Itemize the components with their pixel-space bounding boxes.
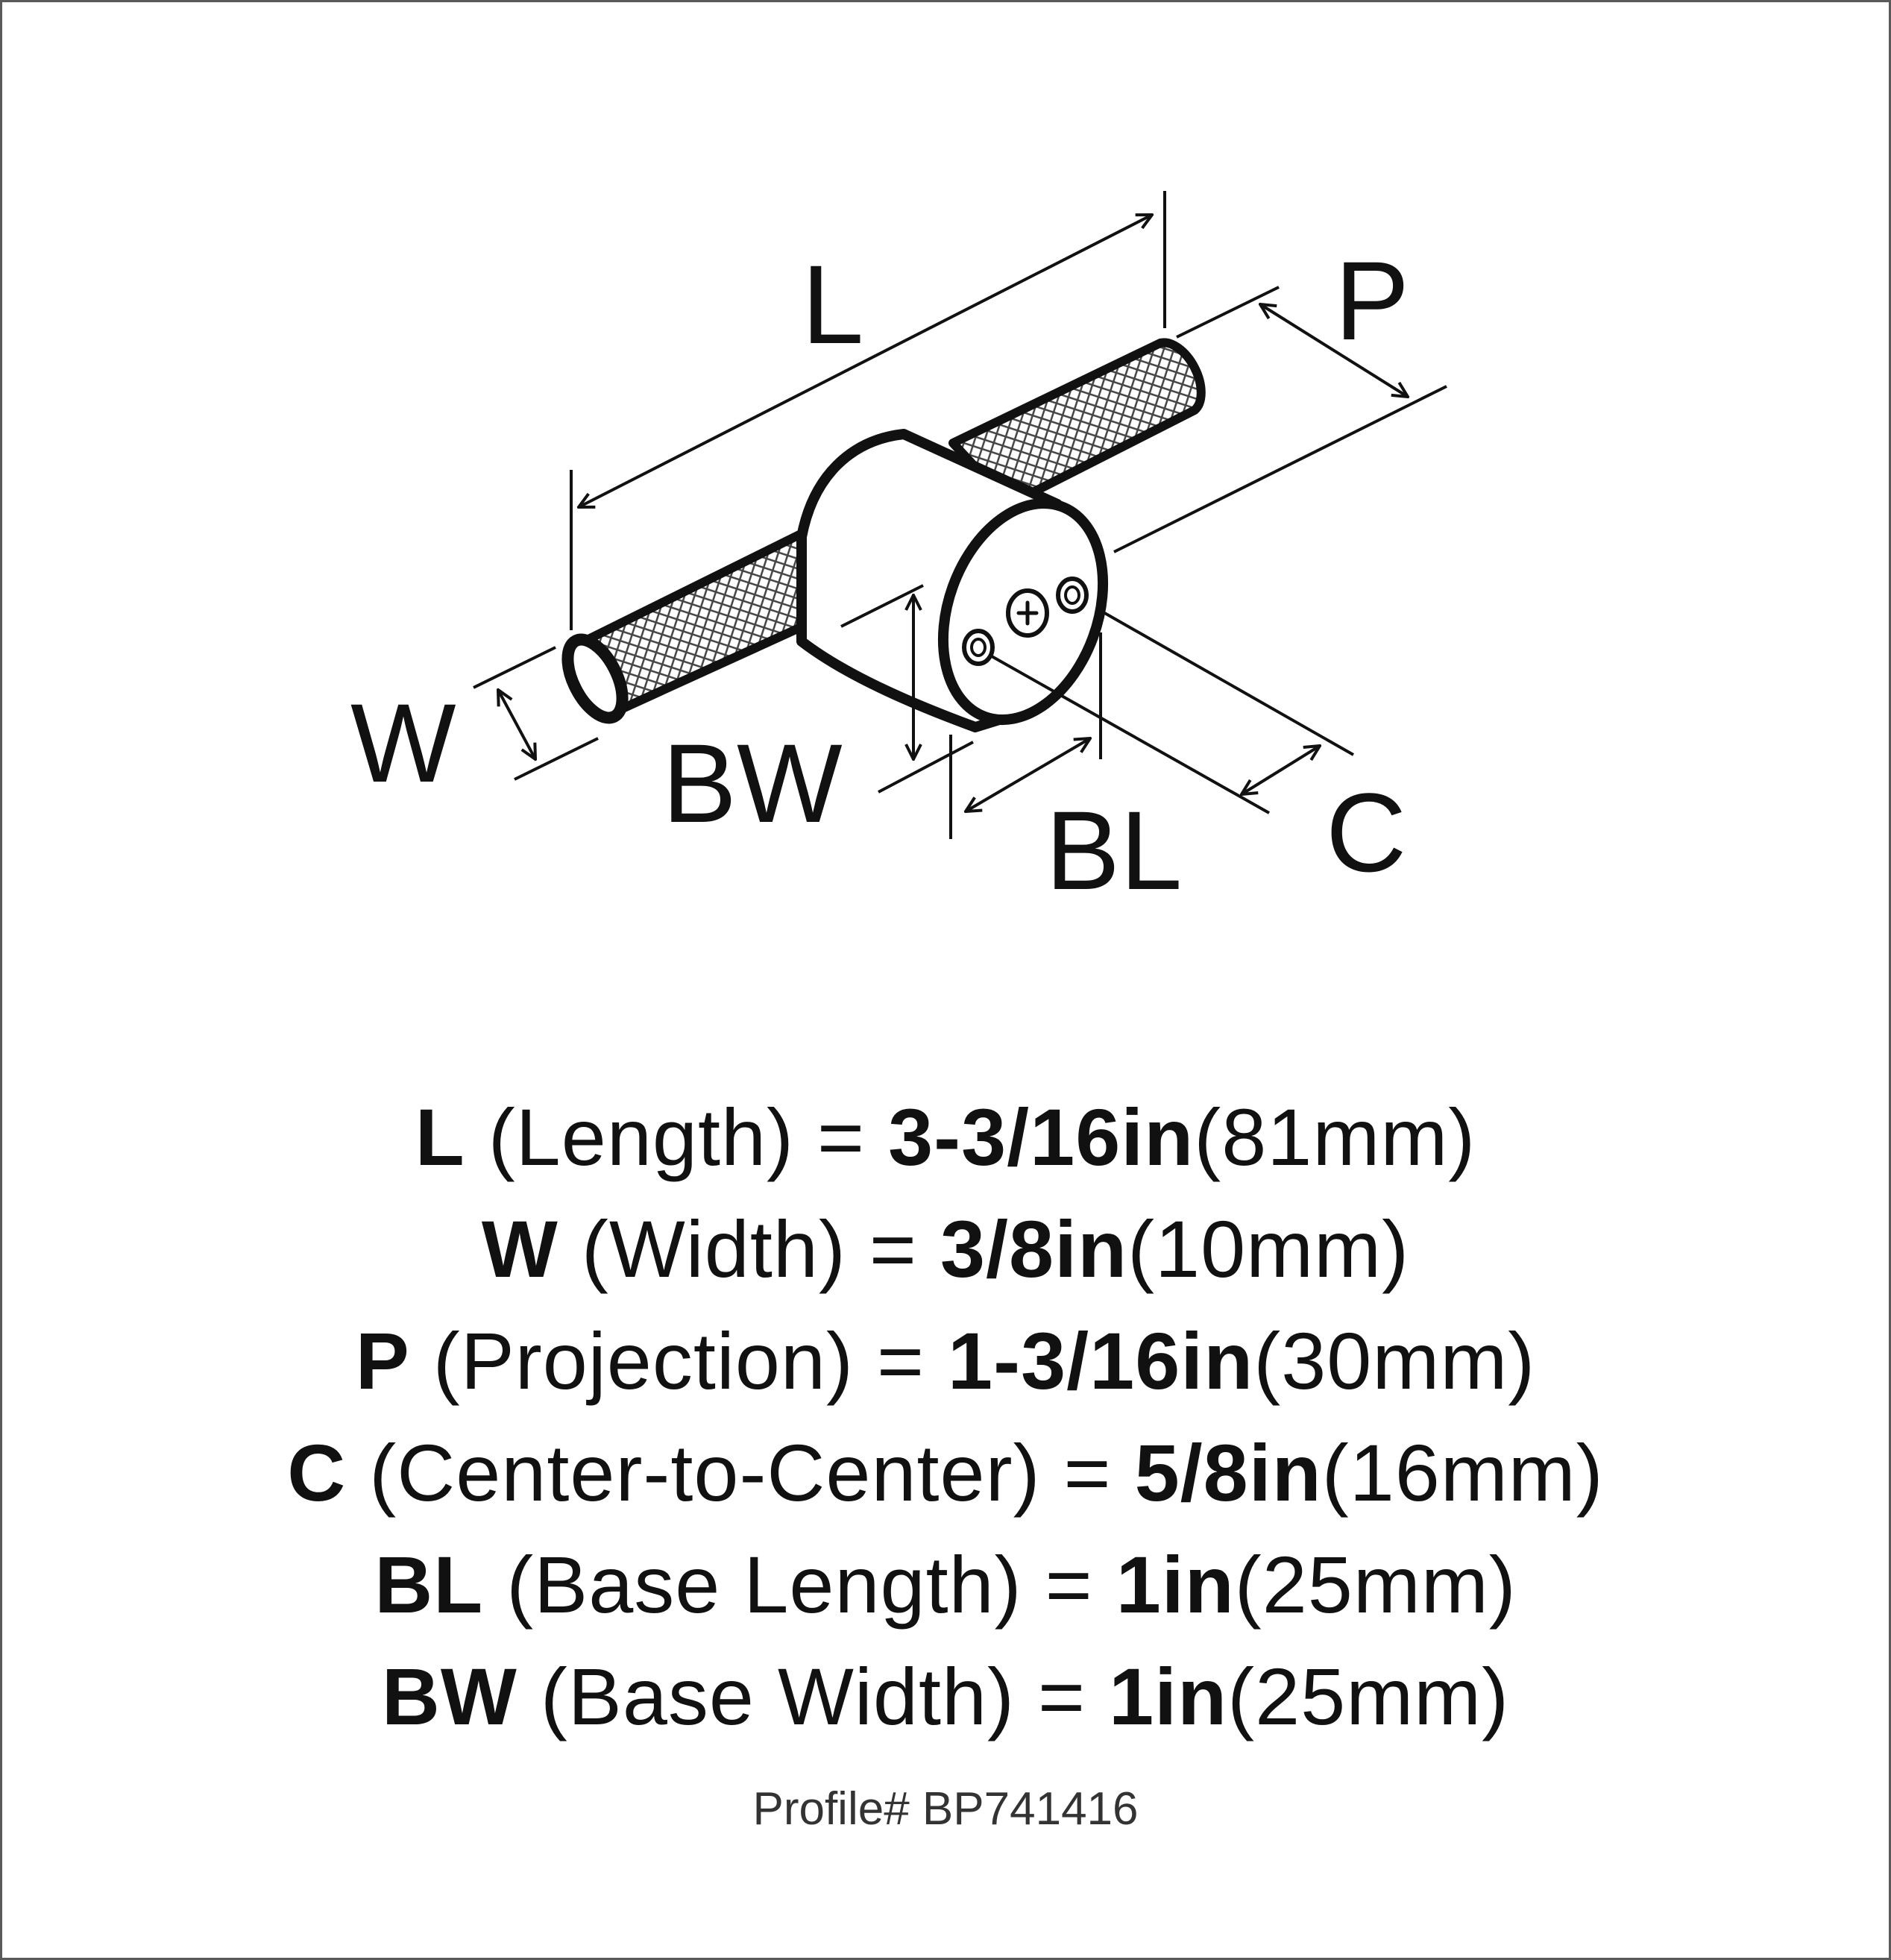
p-extension-bottom <box>1113 385 1447 553</box>
center-screw <box>1006 588 1049 638</box>
bw-extension-bottom <box>878 741 974 794</box>
label-p: P <box>1335 238 1409 363</box>
spec-metric: (25mm) <box>1234 1539 1517 1630</box>
spec-row-base-length: BL (Base Length) = 1in(25mm) <box>0 1529 1891 1641</box>
label-l: L <box>802 242 863 367</box>
bl-arrow <box>966 738 1090 811</box>
w-extension-top <box>473 646 556 689</box>
left-bar-end-cap <box>561 633 629 724</box>
spec-metric: (30mm) <box>1253 1316 1536 1406</box>
spec-metric: (10mm) <box>1127 1204 1410 1294</box>
spec-name: (Width) = <box>581 1204 940 1294</box>
spec-key: P <box>355 1316 410 1406</box>
profile-number: Profile# BP741416 <box>752 1783 1139 1835</box>
spec-name: (Length) = <box>488 1092 889 1182</box>
spec-name: (Center-to-Center) = <box>369 1427 1135 1518</box>
w-extension-bottom <box>514 737 599 781</box>
l-arrow <box>579 215 1152 507</box>
knob-drawing <box>561 338 1206 732</box>
right-screw <box>1056 577 1089 614</box>
label-bl: BL <box>1045 788 1182 913</box>
p-arrow <box>1260 304 1408 397</box>
label-bw: BW <box>662 720 843 846</box>
w-arrow <box>498 690 535 759</box>
spec-row-center-to-center: C (Center-to-Center) = 5/8in(16mm) <box>0 1417 1891 1529</box>
spec-name: (Projection) = <box>432 1316 948 1406</box>
spec-imperial: 1-3/16in <box>948 1316 1254 1406</box>
spec-row-width: W (Width) = 3/8in(10mm) <box>0 1193 1891 1305</box>
spec-name: (Base Length) = <box>506 1539 1116 1630</box>
spec-imperial: 1in <box>1109 1651 1228 1741</box>
spec-metric: (16mm) <box>1321 1427 1604 1518</box>
spec-imperial: 3/8in <box>940 1204 1128 1294</box>
spec-row-base-width: BW (Base Width) = 1in(25mm) <box>0 1641 1891 1753</box>
spec-imperial: 1in <box>1116 1539 1235 1630</box>
spec-metric: (81mm) <box>1194 1092 1476 1182</box>
spec-row-projection: P (Projection) = 1-3/16in(30mm) <box>0 1305 1891 1417</box>
spec-key: BL <box>374 1539 484 1630</box>
c-extension-top <box>1101 610 1354 756</box>
p-extension-top <box>1176 286 1280 339</box>
t-knob-dimension-diagram: L P W BW BL C <box>350 191 1447 913</box>
spec-key: BW <box>381 1651 517 1741</box>
spec-name: (Base Width) = <box>540 1651 1110 1741</box>
bw-extension-top <box>840 584 924 628</box>
dimension-specs: L (Length) = 3-3/16in(81mm) W (Width) = … <box>0 1081 1891 1753</box>
c-arrow <box>1242 746 1320 794</box>
dimension-lines <box>473 191 1447 839</box>
spec-imperial: 5/8in <box>1134 1427 1322 1518</box>
label-w: W <box>350 680 456 805</box>
spec-row-length: L (Length) = 3-3/16in(81mm) <box>0 1081 1891 1193</box>
left-screw <box>962 629 995 666</box>
spec-key: C <box>287 1427 347 1518</box>
c-extension-bottom <box>991 655 1270 814</box>
spec-key: W <box>481 1204 559 1294</box>
label-c: C <box>1326 770 1406 895</box>
dimension-labels: L P W BW BL C <box>350 238 1409 913</box>
spec-imperial: 3-3/16in <box>888 1092 1195 1182</box>
spec-metric: (25mm) <box>1227 1651 1510 1741</box>
spec-key: L <box>415 1092 465 1182</box>
